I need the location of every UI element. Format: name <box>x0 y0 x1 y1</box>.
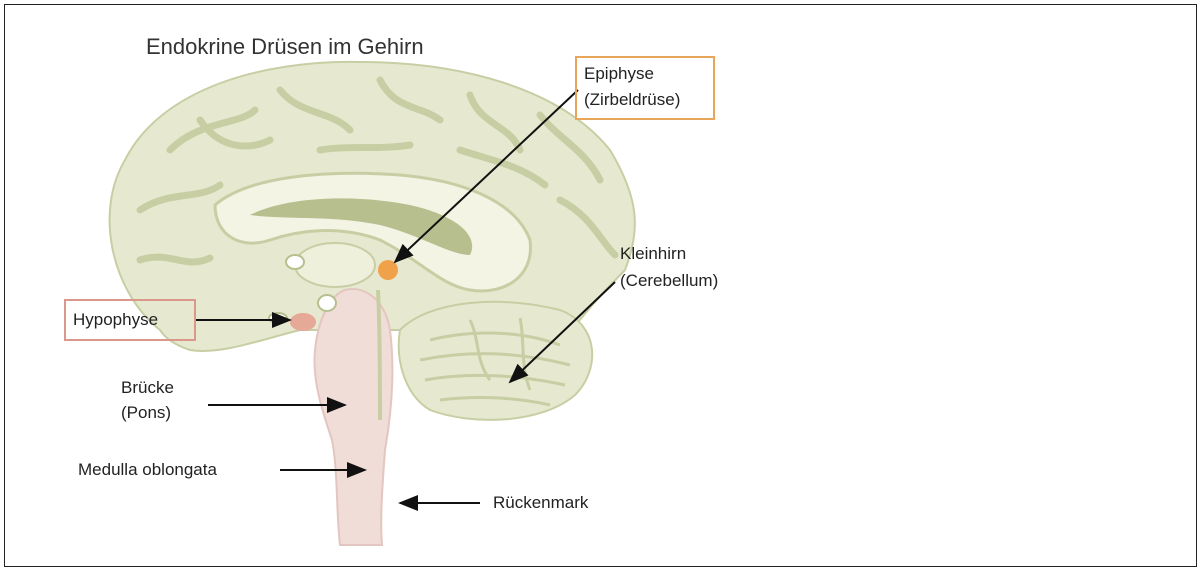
diagram-title: Endokrine Drüsen im Gehirn <box>146 34 424 60</box>
label-bruecke: Brücke <box>121 377 174 398</box>
cerebellum <box>399 302 592 420</box>
label-hypophyse: Hypophyse <box>73 309 158 330</box>
label-kleinhirn-sub: (Cerebellum) <box>620 270 718 291</box>
hypophyse-gland <box>290 313 316 331</box>
epiphyse-gland <box>378 260 398 280</box>
label-medulla: Medulla oblongata <box>78 459 217 480</box>
label-epiphyse: Epiphyse <box>584 63 654 84</box>
label-bruecke-sub: (Pons) <box>121 402 171 423</box>
label-rueckenmark: Rückenmark <box>493 492 588 513</box>
label-epiphyse-sub: (Zirbeldrüse) <box>584 89 680 110</box>
thalamus <box>295 243 375 287</box>
cerebral-aqueduct <box>378 290 380 420</box>
fornix <box>286 255 304 269</box>
mammillary-body <box>318 295 336 311</box>
label-kleinhirn: Kleinhirn <box>620 243 686 264</box>
optic-chiasm <box>269 313 287 323</box>
